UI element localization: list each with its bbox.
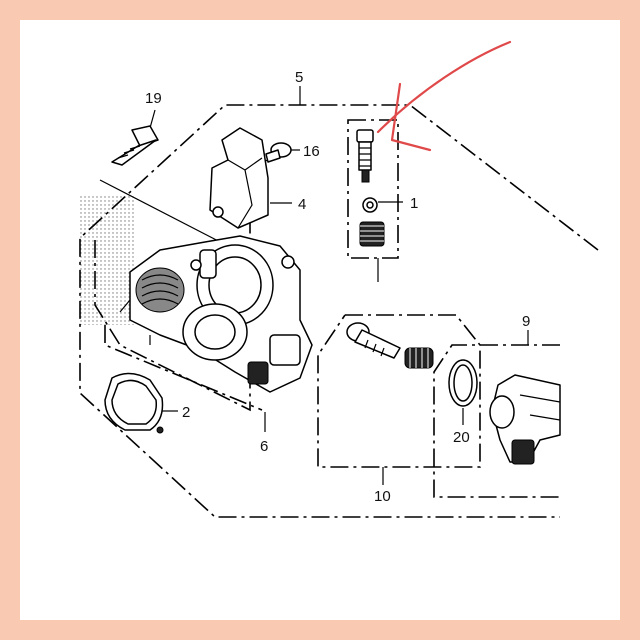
part-10-screw-spring [346, 322, 434, 369]
callout-16: 16 [303, 143, 320, 160]
callout-1: 1 [410, 195, 418, 212]
group-10-outline [317, 314, 481, 468]
group-1-outline [347, 119, 399, 259]
red-annotation-arrow [376, 40, 512, 152]
part-9-sensor [489, 374, 561, 465]
group-6-outline-lower [104, 325, 263, 411]
callout-4: 4 [298, 196, 306, 213]
bolt-shaft-line [99, 179, 229, 247]
part-20-o-ring [448, 359, 478, 407]
parts-diagram: 19 5 16 4 1 9 2 20 6 10 [20, 20, 620, 620]
exploded-view-svg: 19 5 16 4 1 9 2 20 6 10 [79, 40, 599, 518]
group-9-outline [433, 344, 560, 498]
part-1-jet-assembly [356, 129, 385, 247]
stipple-shading [80, 195, 135, 325]
callout-6: 6 [260, 438, 268, 455]
callout-10: 10 [374, 488, 391, 505]
callout-20: 20 [453, 429, 470, 446]
part-19-bolt [111, 125, 159, 166]
callout-19: 19 [145, 90, 162, 107]
part-6-throttle-body [119, 235, 313, 393]
callout-9: 9 [522, 313, 530, 330]
callout-2: 2 [182, 404, 190, 421]
part-16-screw [261, 142, 292, 163]
part-2-gasket [104, 372, 164, 434]
callout-5: 5 [295, 69, 303, 86]
leader-19 [149, 109, 156, 129]
part-4-bracket [209, 127, 269, 229]
